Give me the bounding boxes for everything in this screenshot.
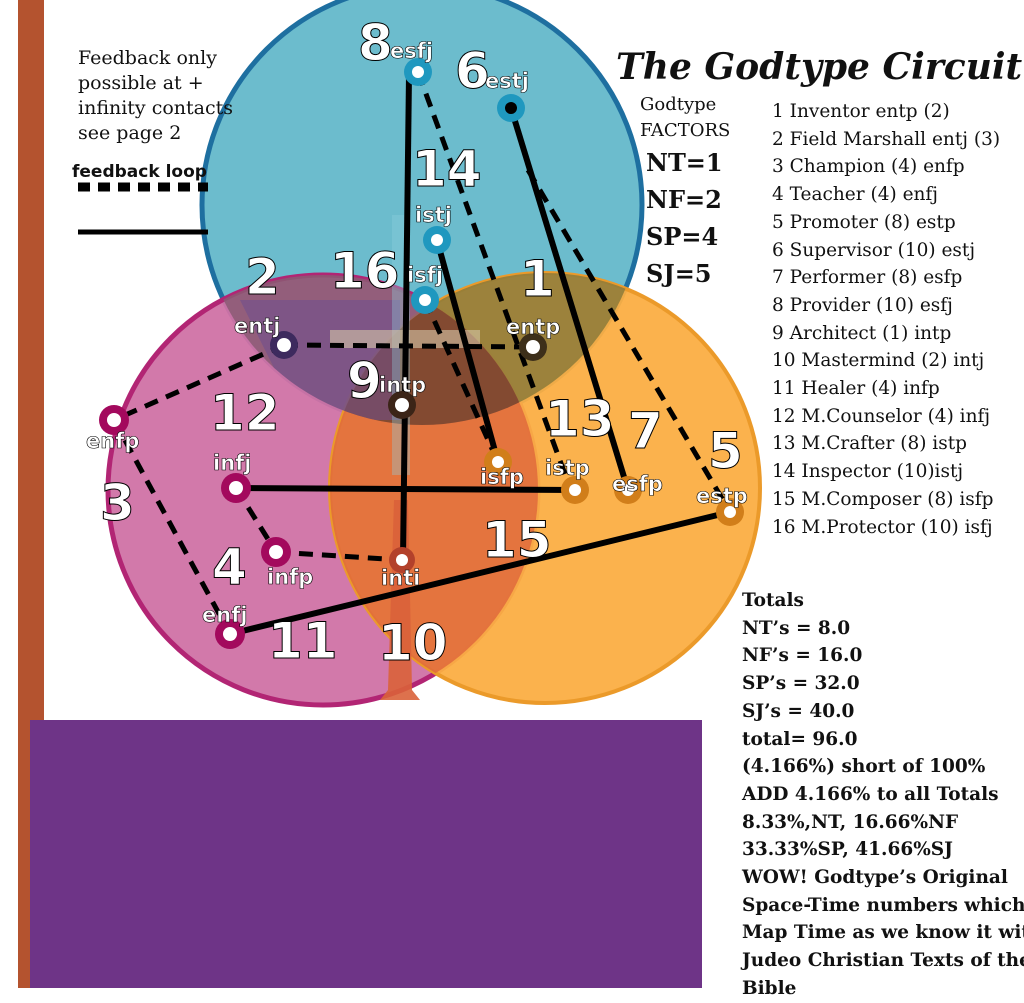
region-number-8: 8 xyxy=(358,14,393,72)
solid-connections xyxy=(229,74,731,637)
feedback-loop-label: feedback loop xyxy=(72,162,207,182)
node-label-estj: estj xyxy=(485,69,529,93)
type-item: 3 Champion (4) enfp xyxy=(772,156,965,178)
type-item: 11 Healer (4) infp xyxy=(772,378,940,400)
type-item: 12 M.Counselor (4) infj xyxy=(772,405,991,427)
region-number-1: 1 xyxy=(520,250,555,308)
factors-list: NT=1 NF=2 SP=4 SJ=5 xyxy=(646,144,723,292)
factors-heading: Godtype FACTORS xyxy=(640,92,730,144)
node-label-entj: entj xyxy=(234,314,280,338)
type-item: 16 M.Protector (10) isfj xyxy=(772,516,993,538)
tree-trunk xyxy=(380,500,420,700)
region-number-11: 11 xyxy=(268,612,338,670)
totals-line: WOW! Godtype’s Original xyxy=(742,867,1008,889)
totals-line: NT’s = 8.0 xyxy=(742,617,851,639)
region-number-6: 6 xyxy=(455,42,490,100)
region-number-12: 12 xyxy=(210,384,280,442)
type-item: 8 Provider (10) esfj xyxy=(772,294,953,316)
node-label-esfj: esfj xyxy=(390,39,433,63)
region-number-5: 5 xyxy=(708,422,743,480)
purple-overlay-box xyxy=(30,720,702,988)
region-number-3: 3 xyxy=(100,474,135,532)
node-label-isfp: isfp xyxy=(480,465,524,489)
type-item: 7 Performer (8) esfp xyxy=(772,267,963,289)
type-item: 2 Field Marshall entj (3) xyxy=(772,128,1001,150)
factors-heading-line-1: Godtype xyxy=(640,94,717,115)
region-number-4: 4 xyxy=(212,538,247,596)
factor-sj: SJ=5 xyxy=(646,259,712,288)
region-number-14: 14 xyxy=(412,140,482,198)
region-number-2: 2 xyxy=(245,248,280,306)
region-number-16: 16 xyxy=(330,242,400,300)
totals-line: Judeo Christian Texts of the xyxy=(742,950,1024,972)
type-item: 13 M.Crafter (8) istp xyxy=(772,433,967,455)
node-label-infp: infp xyxy=(267,565,313,589)
totals-line: NF’s = 16.0 xyxy=(742,645,863,667)
totals-line: SJ’s = 40.0 xyxy=(742,700,855,722)
factor-nt: NT=1 xyxy=(646,148,723,177)
feedback-note: Feedback only possible at + infinity con… xyxy=(78,46,233,146)
factors-heading-line-2: FACTORS xyxy=(640,120,731,141)
page-title: The Godtype Circuit xyxy=(616,46,1023,88)
node-labels: esfj estj istj isfj entj entp intp enfp … xyxy=(86,39,748,628)
node-label-istp: istp xyxy=(545,456,590,480)
types-list: 1 Inventor entp (2) 2 Field Marshall ent… xyxy=(772,98,1000,541)
totals-line: (4.166%) short of 100% xyxy=(742,756,986,778)
totals-line: Space-Time numbers which xyxy=(742,894,1024,916)
type-item: 9 Architect (1) intp xyxy=(772,322,952,344)
node-label-intp: intp xyxy=(379,373,426,397)
totals-line: Map Time as we know it wit xyxy=(742,922,1024,944)
totals-line: 33.33%SP, 41.66%SJ xyxy=(742,839,953,861)
feedback-note-line-1: Feedback only xyxy=(78,47,217,69)
type-item: 4 Teacher (4) enfj xyxy=(772,184,939,206)
region-number-13: 13 xyxy=(545,390,615,448)
feedback-note-line-4: see page 2 xyxy=(78,122,182,144)
region-number-15: 15 xyxy=(482,511,552,569)
totals-block: Totals NT’s = 8.0 NF’s = 16.0 SP’s = 32.… xyxy=(742,587,1024,1003)
region-numbers: 1 2 3 4 5 6 7 8 9 10 11 12 13 14 15 16 xyxy=(100,14,744,673)
feedback-note-line-2: possible at + xyxy=(78,72,204,94)
totals-line: ADD 4.166% to all Totals xyxy=(742,783,999,805)
node-markers xyxy=(99,58,744,649)
node-label-enfj: enfj xyxy=(202,603,248,627)
type-item: 15 M.Composer (8) isfp xyxy=(772,488,994,510)
type-item: 1 Inventor entp (2) xyxy=(772,101,950,122)
node-label-inti: inti xyxy=(381,566,420,590)
node-label-enfp: enfp xyxy=(86,429,139,453)
region-number-9: 9 xyxy=(347,352,382,410)
node-label-entp: entp xyxy=(506,315,560,339)
factor-nf: NF=2 xyxy=(646,185,722,214)
node-label-infj: infj xyxy=(213,451,251,475)
node-label-estp: estp xyxy=(696,484,748,508)
totals-line: Totals xyxy=(742,590,804,611)
totals-line: total= 96.0 xyxy=(742,728,858,750)
type-item: 14 Inspector (10)istj xyxy=(772,461,964,483)
region-number-10: 10 xyxy=(378,614,448,672)
node-label-esfp: esfp xyxy=(612,472,663,496)
center-overlap xyxy=(330,275,538,425)
totals-line: 8.33%,NT, 16.66%NF xyxy=(742,811,959,833)
type-item: 10 Mastermind (2) intj xyxy=(772,350,985,372)
node-label-isfj: isfj xyxy=(407,263,443,287)
feedback-note-line-3: infinity contacts xyxy=(78,97,234,119)
type-item: 5 Promoter (8) estp xyxy=(772,211,956,233)
factor-sp: SP=4 xyxy=(646,222,719,251)
region-number-7: 7 xyxy=(628,402,663,460)
totals-line: Bible xyxy=(742,977,797,999)
node-label-istj: istj xyxy=(415,203,452,227)
type-item: 6 Supervisor (10) estj xyxy=(772,239,976,261)
totals-line: SP’s = 32.0 xyxy=(742,673,860,695)
